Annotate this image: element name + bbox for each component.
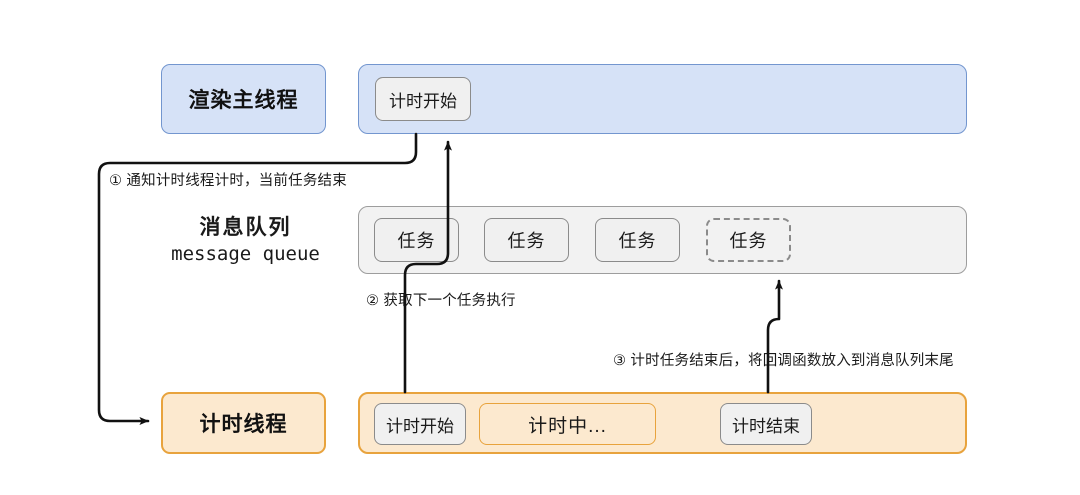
lane-label-timer-thread: 计时线程 <box>161 392 326 454</box>
annotation-note-3: ③ 计时任务结束后，将回调函数放入到消息队列末尾 <box>613 353 954 369</box>
lane-band-render-main-thread: 计时开始 <box>358 64 967 134</box>
lane-label-message-queue: 消息队列 message queue <box>158 214 333 267</box>
chip-timer-start-main[interactable]: 计时开始 <box>375 77 471 121</box>
lane-label-message-queue-en: message queue <box>171 242 320 265</box>
chip-task-4-pending[interactable]: 任务 <box>706 218 791 262</box>
chip-timer-end[interactable]: 计时结束 <box>720 403 812 445</box>
chip-task-1[interactable]: 任务 <box>374 218 459 262</box>
annotation-note-1: ① 通知计时线程计时，当前任务结束 <box>109 173 347 189</box>
lane-label-message-queue-cn: 消息队列 <box>199 216 292 239</box>
chip-timer-start[interactable]: 计时开始 <box>374 403 466 445</box>
arrow-enqueue-callback <box>766 279 783 394</box>
lane-band-timer-thread: 计时开始 计时中... 计时结束 <box>358 392 967 454</box>
lane-band-message-queue: 任务 任务 任务 任务 <box>358 206 967 274</box>
annotation-note-2: ② 获取下一个任务执行 <box>366 293 516 309</box>
chip-timer-running[interactable]: 计时中... <box>479 403 656 445</box>
chip-task-2[interactable]: 任务 <box>484 218 569 262</box>
lane-label-render-main-thread: 渲染主线程 <box>161 64 326 134</box>
chip-task-3[interactable]: 任务 <box>595 218 680 262</box>
